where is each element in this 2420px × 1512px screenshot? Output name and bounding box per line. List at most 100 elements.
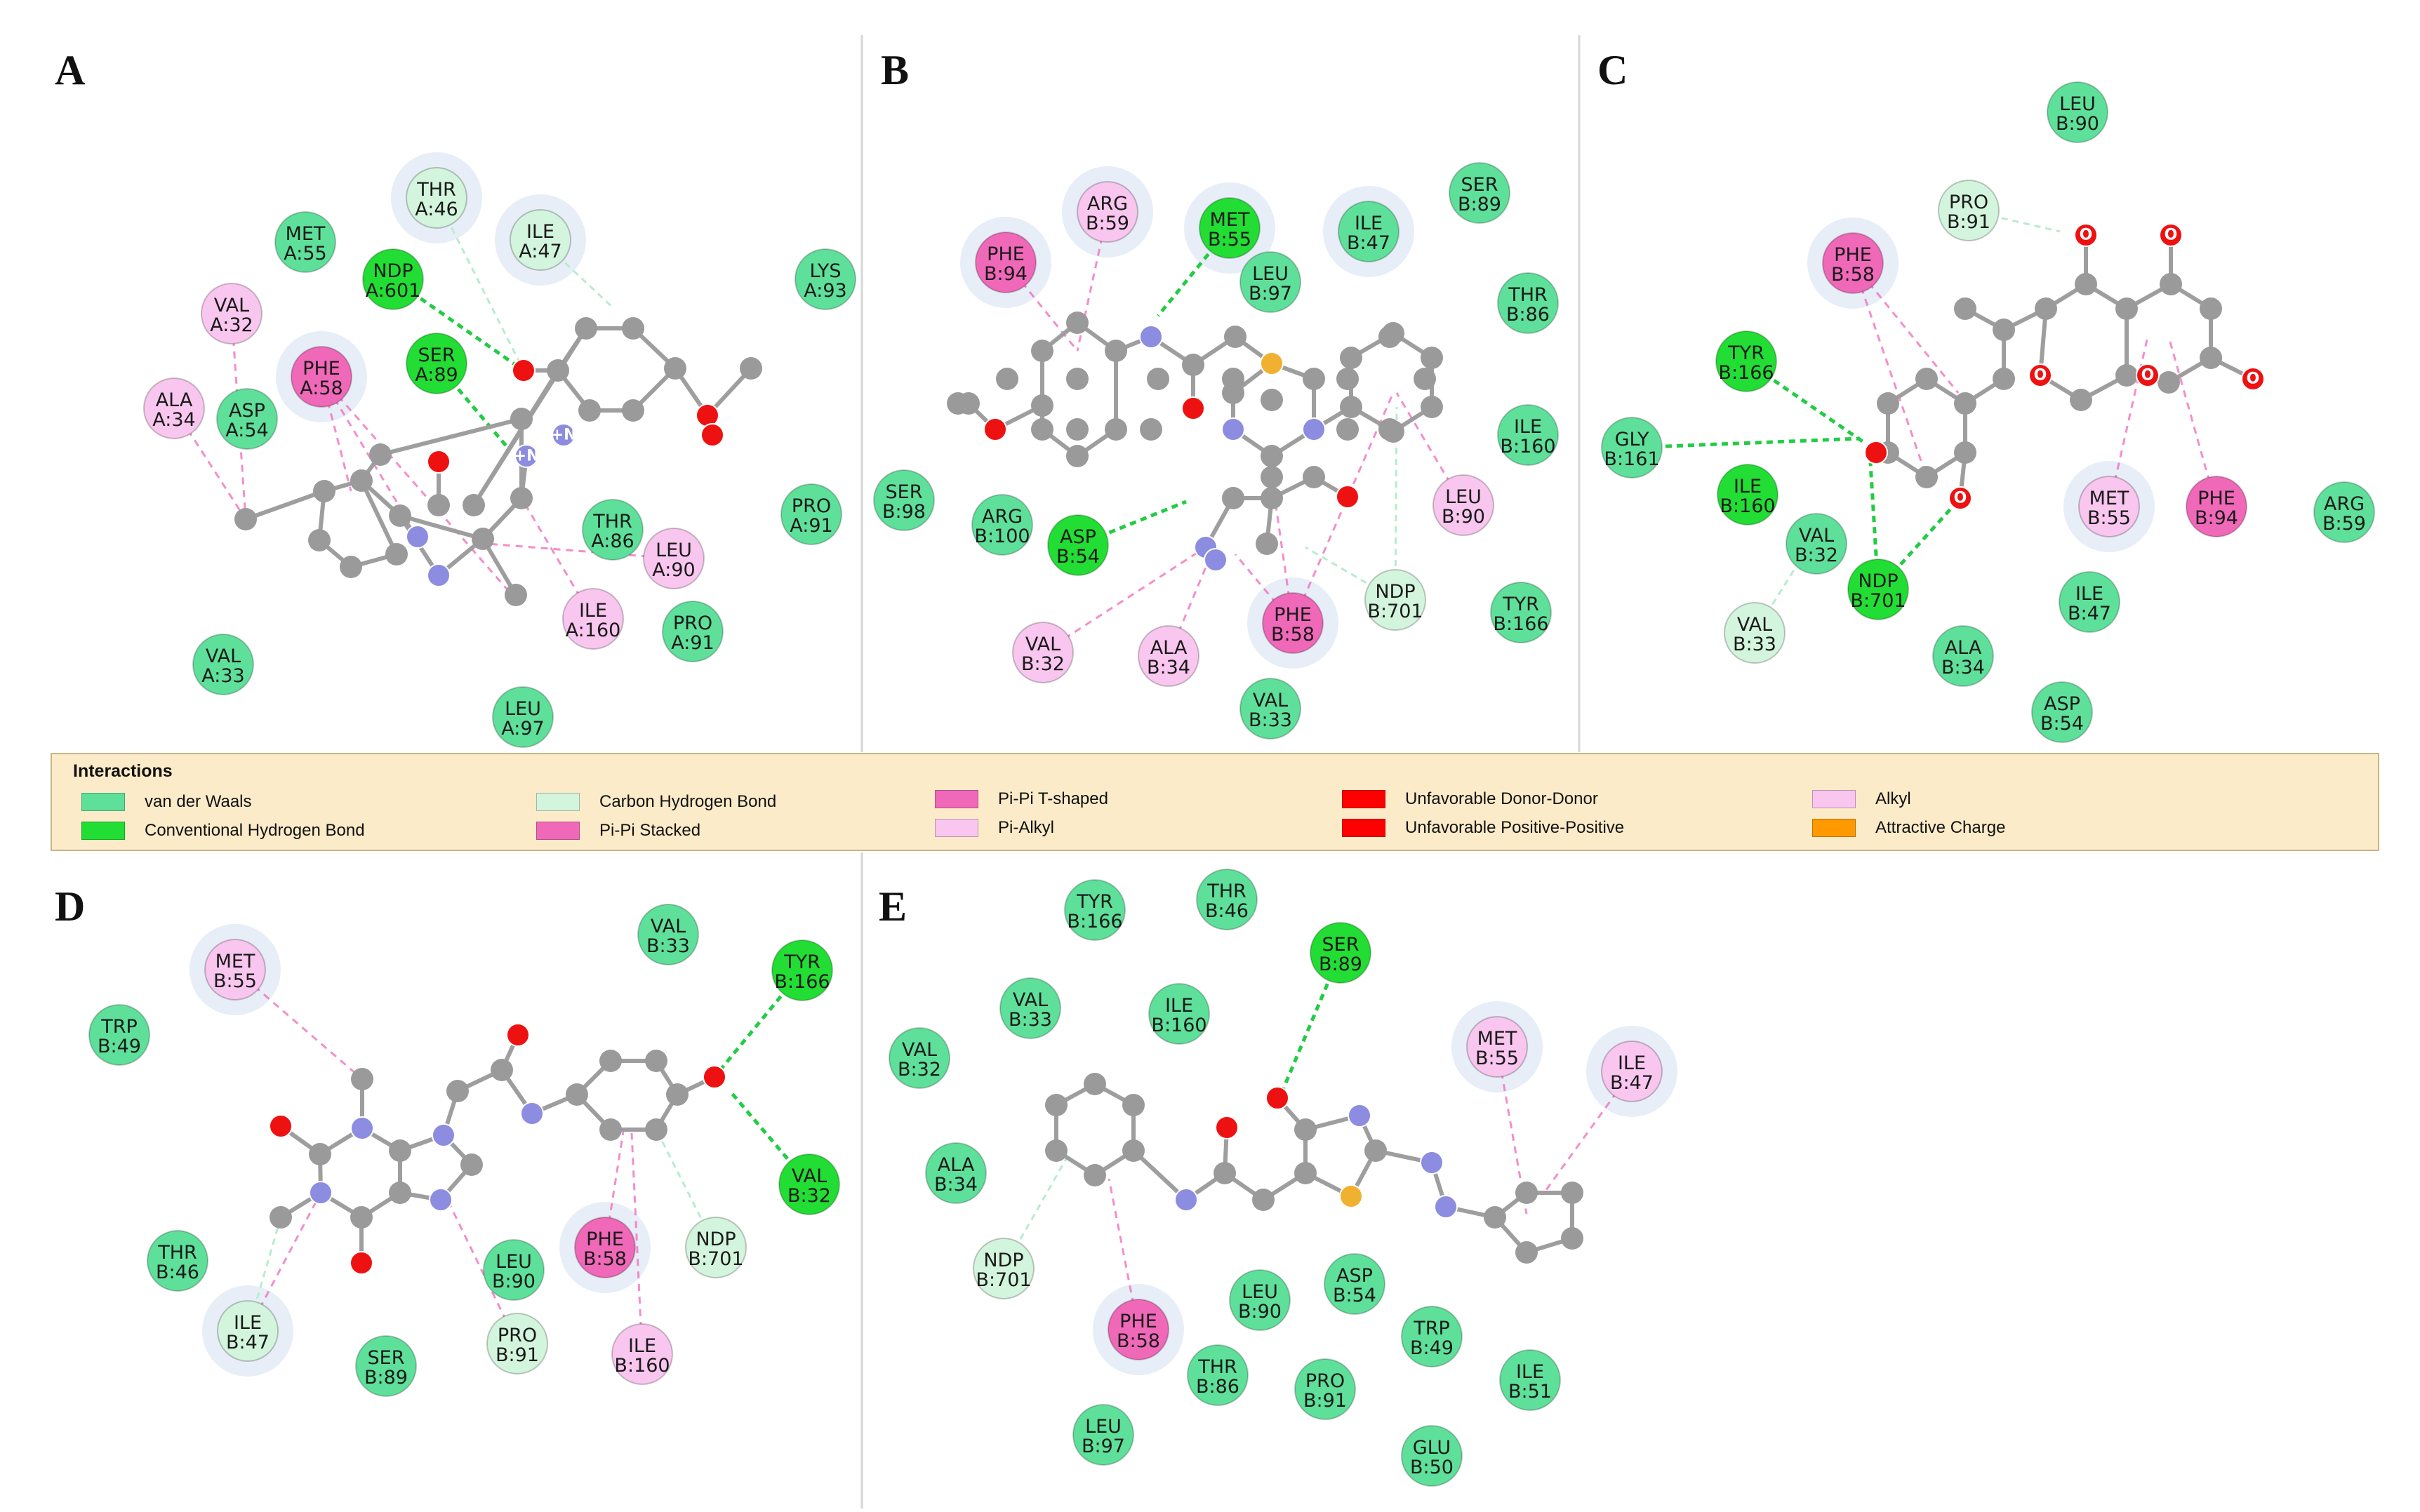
panel-c-atom-label: O — [2141, 367, 2155, 384]
panel-c-atom-o-dot — [2136, 363, 2160, 387]
panel-b-carbon-atom — [1261, 487, 1283, 509]
legend-item-charge: Attractive Charge — [1812, 817, 2005, 839]
panel-c-atom-label: O — [2247, 370, 2260, 388]
residue-disc — [1601, 1041, 1663, 1102]
panel-b-carbon-atom — [1031, 394, 1053, 417]
panel-e-atom-n-dot — [1434, 1195, 1458, 1219]
residue-name: ASP — [1336, 1265, 1373, 1287]
residue-disc — [1338, 201, 1400, 262]
residue-disc — [143, 377, 205, 439]
residue-id: B:59 — [1086, 213, 1129, 234]
panel-a-atom-o — [696, 403, 719, 427]
residue-id: B:47 — [1347, 232, 1390, 254]
panel-d-carbon-atom — [645, 1118, 667, 1141]
panel-d-atom-o — [350, 1251, 373, 1275]
panel-c-carbon-atom — [2035, 297, 2057, 320]
residue-disc — [1077, 181, 1138, 243]
legend-item-conv-h: Conventional Hydrogen Bond — [81, 819, 365, 842]
residue-disc — [1715, 330, 1777, 392]
legend-swatch-pi-stacked — [536, 822, 580, 840]
residue-id: A:47 — [519, 241, 561, 262]
panel-d-atom-o — [269, 1114, 293, 1138]
panel-a-carbon-atom — [427, 494, 450, 516]
panel-label-e: E — [879, 883, 907, 930]
residue-disc — [1401, 1306, 1463, 1367]
residue-disc — [1822, 232, 1884, 294]
legend-title: Interactions — [73, 761, 173, 781]
panel-a-carbon-atom — [575, 317, 597, 340]
panel-e-atom-o — [1215, 1116, 1239, 1139]
panel-c-atom-label: O — [2080, 227, 2093, 244]
panel-b-carbon-atom — [1340, 396, 1362, 418]
residue-id: B:166 — [1493, 613, 1548, 635]
panel-e-carbon-atom — [1045, 1094, 1068, 1116]
residue-disc — [1310, 922, 1371, 984]
panel-d-carbon-h-line — [246, 1217, 282, 1332]
residue-disc — [1199, 197, 1261, 259]
residue-id: B:86 — [1506, 304, 1550, 326]
residue-id: B:34 — [1941, 657, 1985, 678]
residue-disc — [362, 248, 424, 310]
residue-disc — [1449, 162, 1510, 224]
legend-item-pi-stacked: Pi-Pi Stacked — [536, 819, 700, 842]
residue-disc — [582, 499, 644, 561]
panel-d-atom-n-dot — [350, 1116, 374, 1140]
panel-a-carbon-atom — [547, 359, 569, 382]
panel-a-atom-n-dot — [514, 444, 538, 468]
residue-disc — [192, 634, 254, 695]
residue-id: B:160 — [1151, 1015, 1206, 1036]
residue-name: MET — [2089, 488, 2129, 509]
residue-name: ALA — [938, 1154, 975, 1176]
residue-id: B:89 — [1458, 194, 1501, 215]
residue-id: B:51 — [1508, 1381, 1552, 1403]
panel-d-atom-n — [429, 1188, 453, 1212]
residue-name: PRO — [498, 1325, 537, 1346]
panel-b-carbon-atom — [1105, 418, 1127, 441]
panel-c-carbon-atom — [1954, 297, 1976, 320]
panel-c-carbon-atom — [1954, 392, 1976, 415]
legend-label-carbon-h: Carbon Hydrogen Bond — [599, 792, 777, 811]
legend-item-pos-pos: Unfavorable Positive-Positive — [1342, 817, 1624, 839]
panel-b-carbon-atom — [1261, 466, 1283, 488]
panel-a-atom-label: +N — [514, 448, 540, 465]
panel-a-atom-o-dot — [427, 450, 451, 474]
residue-disc — [1724, 602, 1786, 664]
panel-c-ligand-bonds — [1874, 233, 2255, 500]
panel-c-hbond-line — [1877, 497, 1962, 591]
panel-a-atom-o — [700, 423, 724, 447]
residue-name: ILE — [1516, 1361, 1544, 1383]
panel-e-carbon-atom — [1252, 1189, 1275, 1211]
panel-d-carbon-atom — [666, 1083, 689, 1106]
residue-name: ILE — [1514, 416, 1542, 438]
residue-disc — [1786, 513, 1847, 575]
panel-c-atom-o-dot — [1864, 441, 1888, 464]
residue-disc — [406, 167, 467, 229]
residue-disc — [1324, 1253, 1385, 1315]
legend-label-pi-t: Pi-Pi T-shaped — [998, 789, 1108, 808]
residue-disc — [780, 483, 842, 545]
legend-item-pi-alkyl: Pi-Alkyl — [935, 817, 1054, 839]
panel-e-atom-o — [1265, 1086, 1289, 1110]
residue-disc — [771, 939, 833, 1001]
panel-c-atom-label: O — [2034, 367, 2047, 384]
residue-disc — [274, 211, 336, 273]
residue-disc — [1262, 592, 1324, 654]
panel-e-atom-s-dot — [1339, 1184, 1363, 1208]
residue-id: B:701 — [1367, 601, 1423, 622]
residue-disc — [1401, 1425, 1463, 1487]
panel-a-carbon-atom — [505, 584, 527, 606]
residue-id: B:32 — [1021, 653, 1065, 675]
residue-id: B:32 — [1795, 544, 1838, 566]
residue-name: NDP — [373, 260, 413, 282]
residue-disc — [2031, 681, 2093, 743]
residue-id: B:50 — [1410, 1457, 1454, 1478]
panel-e-atom-o-dot — [1265, 1086, 1289, 1110]
panel-a-carbon-atom — [510, 487, 533, 509]
